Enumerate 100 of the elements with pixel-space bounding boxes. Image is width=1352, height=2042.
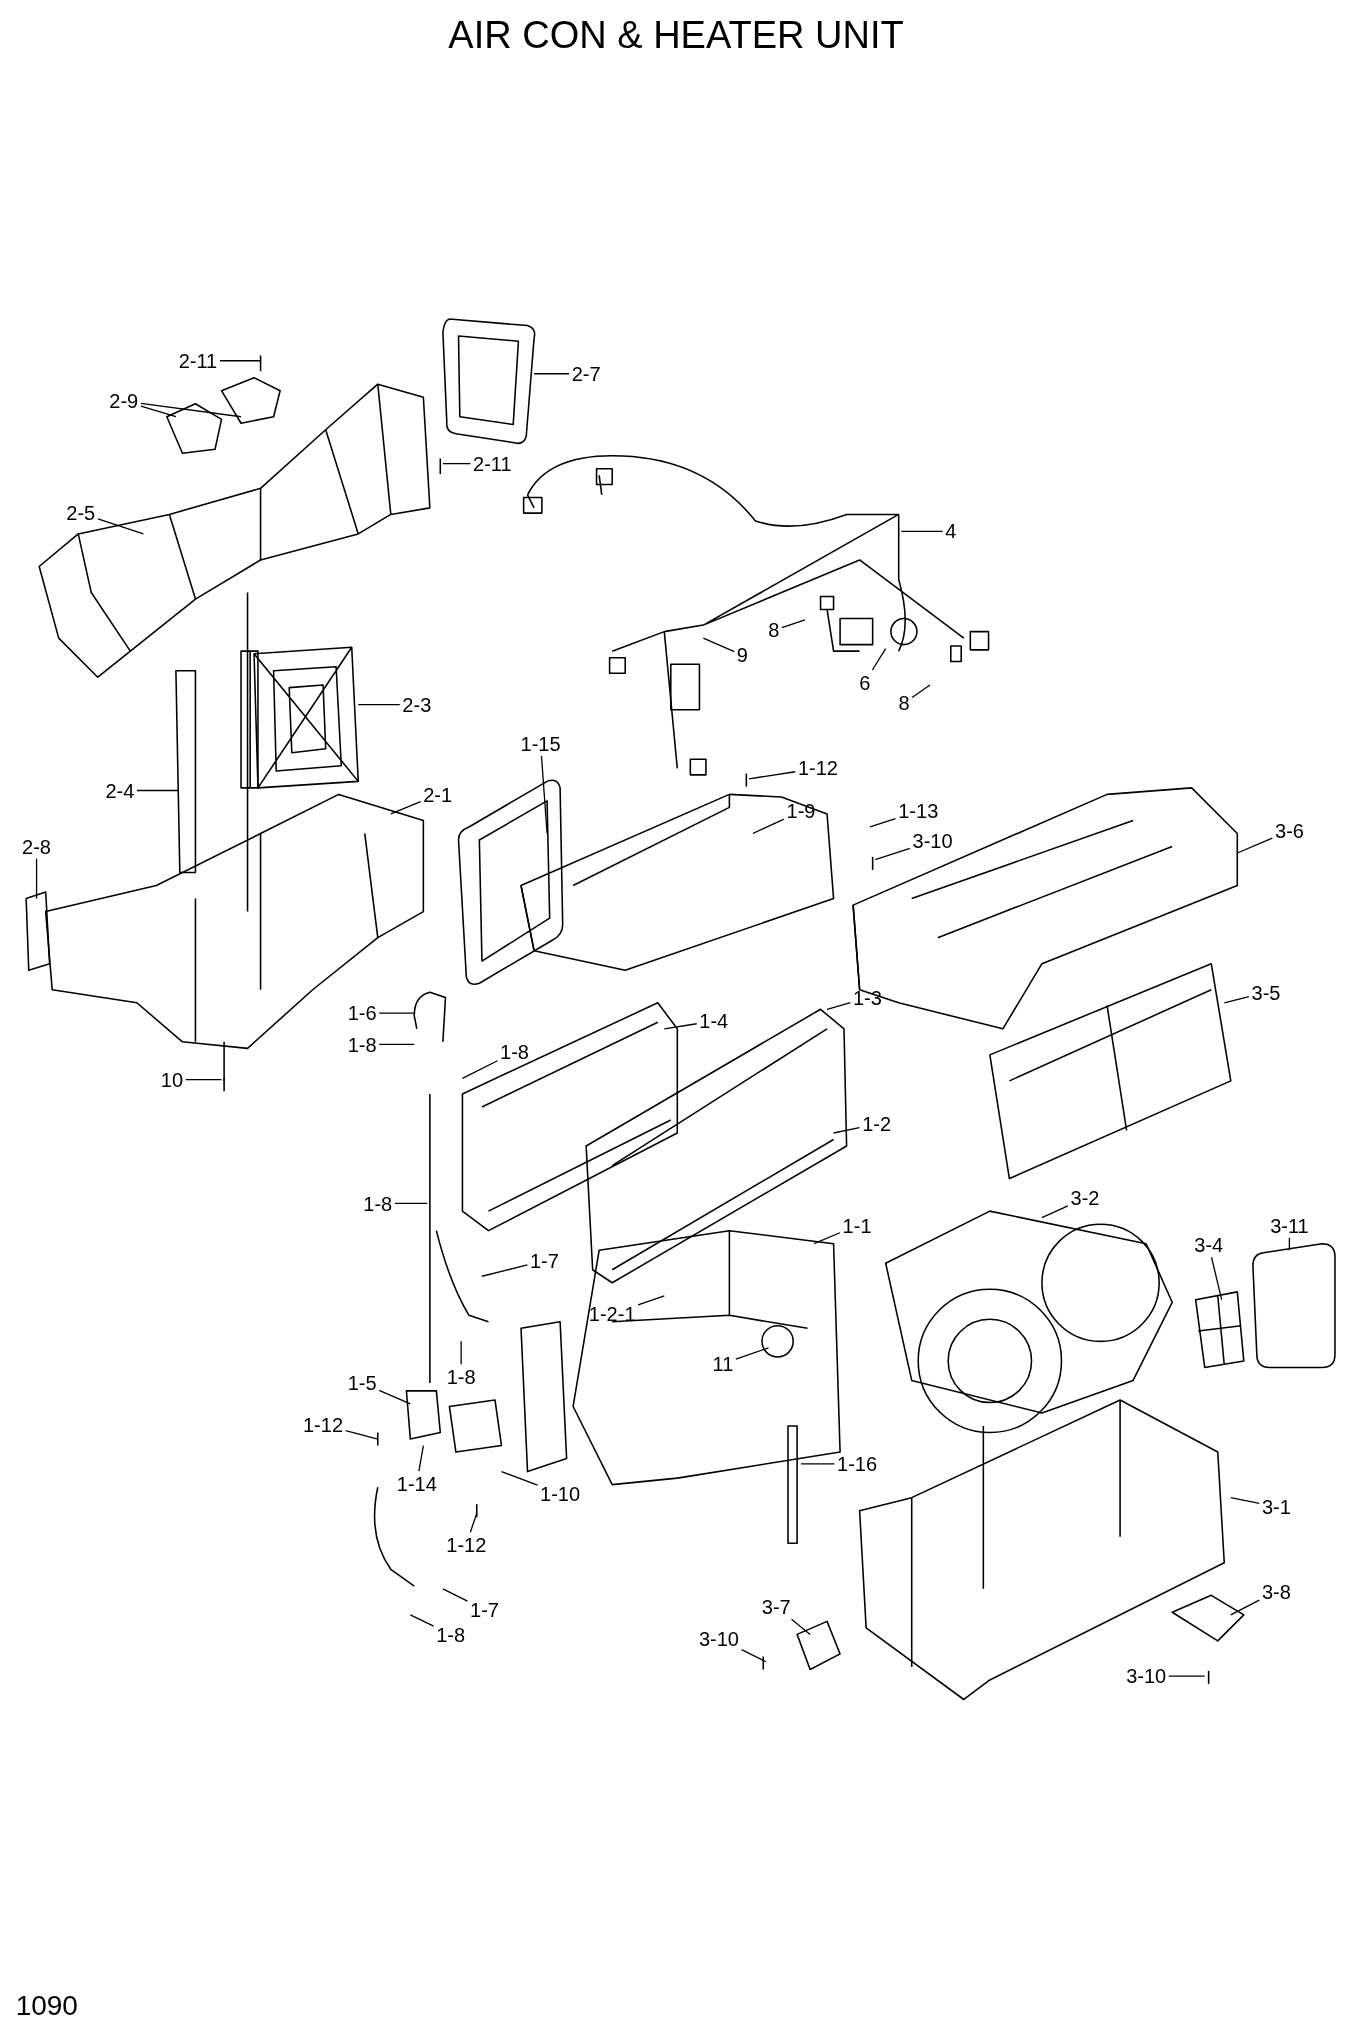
callout-number: 8 <box>898 692 910 715</box>
callout-number: 1-7 <box>470 1598 499 1621</box>
callout-number: 1-10 <box>540 1482 581 1505</box>
leader-line <box>35 858 38 900</box>
leader-line <box>1230 1497 1260 1504</box>
leader-line <box>219 360 262 362</box>
callout-number: 1-5 <box>347 1372 377 1395</box>
callout-number: 4 <box>945 520 957 543</box>
leader-line <box>1041 1205 1069 1219</box>
leader-line <box>533 373 570 375</box>
leader-line <box>752 818 785 835</box>
callout-number: 2-1 <box>423 783 453 806</box>
callout-number: 10 <box>160 1068 184 1091</box>
leader-line <box>394 1202 428 1204</box>
leader-line <box>702 637 735 653</box>
leader-line <box>911 684 931 699</box>
callout-number: 3-5 <box>1251 981 1281 1004</box>
callout-number: 1-8 <box>446 1365 476 1388</box>
callout-number: 3-7 <box>761 1596 791 1619</box>
leader-line <box>1223 996 1250 1004</box>
callout-number: 2-7 <box>571 362 601 385</box>
callout-number: 1-2-1 <box>588 1303 636 1326</box>
leader-line <box>481 1264 529 1277</box>
leader-line <box>869 817 897 828</box>
callout-number: 1-4 <box>699 1010 729 1033</box>
callout-number: 8 <box>768 619 780 642</box>
callout-number: 3-11 <box>1270 1214 1309 1237</box>
leader-line <box>637 1295 665 1306</box>
callout-number: 2-5 <box>66 502 96 525</box>
leader-line <box>460 1340 462 1365</box>
leader-line <box>900 530 944 532</box>
callout-number: 1-13 <box>898 800 939 823</box>
callout-number: 3-10 <box>1126 1665 1167 1688</box>
callout-number: 1-15 <box>520 732 561 755</box>
callout-number: 2-9 <box>109 390 139 413</box>
callout-number: 2-3 <box>402 693 432 716</box>
leader-line <box>832 1126 861 1134</box>
leader-line <box>1230 1599 1260 1616</box>
leader-line <box>136 789 180 792</box>
leader-line <box>357 703 401 706</box>
leader-line <box>378 1389 411 1405</box>
leader-line <box>500 1470 539 1486</box>
leader-line <box>418 1444 424 1472</box>
callout-number: 3-6 <box>1275 820 1304 842</box>
leader-line <box>97 518 144 535</box>
callout-number: 11 <box>712 1352 734 1375</box>
callout-number: 2-4 <box>105 779 135 802</box>
leader-line <box>442 1588 469 1602</box>
leader-line <box>813 1232 841 1245</box>
leader-line <box>1236 837 1273 854</box>
leader-line <box>1288 1237 1291 1251</box>
callout-number: 1-14 <box>396 1472 437 1495</box>
callout-number: 1-7 <box>530 1249 559 1272</box>
callout-number: 1-8 <box>436 1623 466 1646</box>
callout-number: 9 <box>736 644 748 667</box>
callout-number: 1-1 <box>842 1214 872 1237</box>
leader-line <box>345 1429 379 1440</box>
callout-number: 1-9 <box>786 800 816 823</box>
leader-line <box>800 1463 835 1465</box>
page-number: 1090 <box>15 1990 78 2023</box>
leader-line <box>185 1078 223 1081</box>
callout-number: 3-1 <box>1262 1496 1291 1518</box>
leader-line <box>741 1648 767 1663</box>
page-title: AIR CON & HEATER UNIT <box>447 14 905 57</box>
leader-line <box>663 1023 698 1030</box>
callout-number: 2-8 <box>22 835 51 858</box>
leader-line <box>140 405 177 418</box>
leader-line <box>378 1012 415 1014</box>
callout-number: 1-12 <box>446 1533 487 1556</box>
callout-number: 1-8 <box>347 1033 377 1056</box>
callout-number: 1-12 <box>303 1413 344 1436</box>
callout-number: 2-11 <box>473 452 512 475</box>
leader-line <box>790 1618 811 1636</box>
callout-number: 1-8 <box>500 1041 529 1064</box>
leader-line <box>735 1347 770 1360</box>
callout-number: 1-6 <box>347 1002 377 1025</box>
leader-line <box>826 1001 852 1010</box>
callout-number: 1-2 <box>862 1113 892 1136</box>
callout-number: 1-8 <box>363 1192 393 1215</box>
leader-line <box>1168 1675 1206 1677</box>
leader-line <box>469 1512 478 1533</box>
leader-line <box>409 1614 435 1627</box>
leader-line <box>874 847 911 861</box>
leader-line <box>442 462 472 465</box>
callout-number: 1-3 <box>853 986 882 1009</box>
callout-number: 3-10 <box>912 830 953 853</box>
callout-number: 2-11 <box>178 349 218 372</box>
callout-number: 3-4 <box>1194 1234 1224 1257</box>
callout-number: 6 <box>859 671 871 694</box>
leader-line <box>871 647 887 671</box>
callout-number: 3-10 <box>698 1627 739 1650</box>
leader-line <box>378 1043 415 1046</box>
leader-line <box>748 771 796 780</box>
callout-number: 3-8 <box>1262 1580 1291 1603</box>
leader-line <box>140 402 242 418</box>
callout-number: 1-12 <box>797 757 838 780</box>
callout-number: 1-16 <box>837 1453 878 1475</box>
callout-number: 3-2 <box>1070 1187 1100 1210</box>
leader-line <box>1210 1256 1223 1301</box>
leader-line <box>540 755 548 835</box>
